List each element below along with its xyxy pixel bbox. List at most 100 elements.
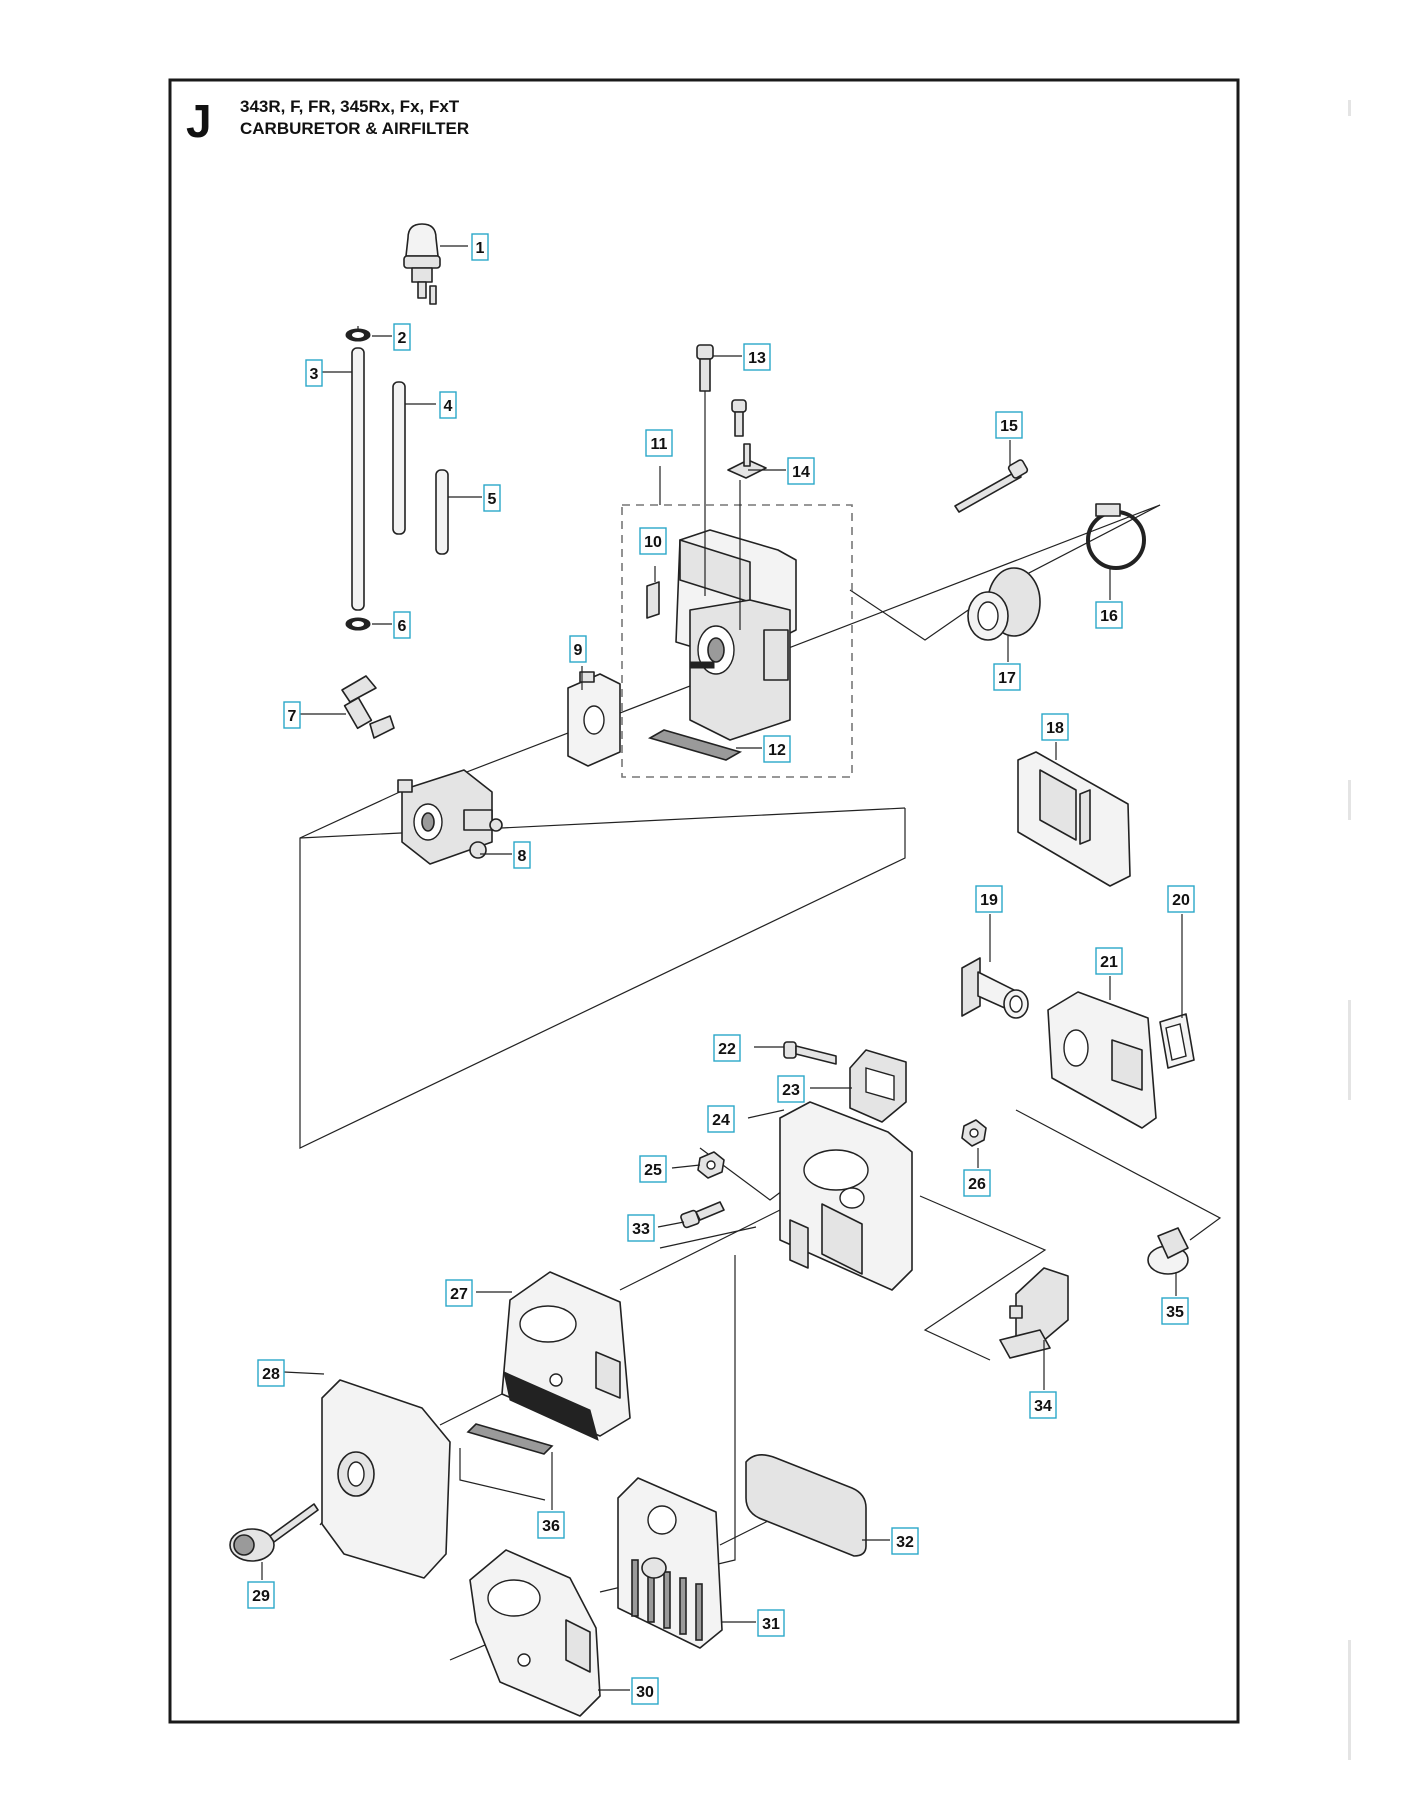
callout-number: 36 xyxy=(542,1518,560,1535)
callout-18: 18 xyxy=(1041,713,1069,741)
callout-number: 8 xyxy=(518,848,527,865)
callout-number: 22 xyxy=(718,1041,736,1058)
callout-box xyxy=(247,1581,275,1609)
callout-31: 31 xyxy=(757,1609,785,1637)
callout-box xyxy=(707,1105,735,1133)
callout-number: 14 xyxy=(792,464,810,481)
callout-number: 28 xyxy=(262,1366,280,1383)
callout-15: 15 xyxy=(995,411,1023,439)
callout-number: 23 xyxy=(782,1082,800,1099)
intake-adapter-part xyxy=(675,529,797,741)
filter-tube-part xyxy=(961,957,1029,1019)
callout-11: 11 xyxy=(645,429,673,457)
callout-10: 10 xyxy=(639,527,667,555)
clip-part xyxy=(1147,1227,1189,1275)
callout-box xyxy=(757,1609,785,1637)
bolt-22-part xyxy=(783,1041,837,1065)
callout-35: 35 xyxy=(1161,1297,1189,1325)
callout-box xyxy=(393,611,411,639)
callout-box xyxy=(1041,713,1069,741)
callout-4: 4 xyxy=(439,391,457,419)
long-bolt-part xyxy=(954,459,1029,513)
callout-number: 27 xyxy=(450,1286,468,1303)
carburetor-part xyxy=(397,769,503,865)
callout-box xyxy=(777,1075,805,1103)
callout-number: 7 xyxy=(288,708,297,725)
edge-mark xyxy=(1348,1000,1351,1100)
intake-connector-part xyxy=(967,567,1041,641)
callout-number: 5 xyxy=(488,491,497,508)
seal-strip-36-part xyxy=(466,1423,554,1455)
callout-number: 32 xyxy=(896,1534,914,1551)
callout-20: 20 xyxy=(1167,885,1195,913)
callout-number: 35 xyxy=(1166,1304,1184,1321)
pre-filter-part xyxy=(469,1549,601,1717)
callout-7: 7 xyxy=(283,701,301,729)
screw-33-part xyxy=(680,1201,725,1229)
callout-number: 29 xyxy=(252,1588,270,1605)
callout-2: 2 xyxy=(393,323,411,351)
callout-number: 10 xyxy=(644,534,662,551)
callout-6: 6 xyxy=(393,611,411,639)
callout-box xyxy=(1095,947,1123,975)
hose-clamp-part xyxy=(1086,503,1146,570)
callout-number: 33 xyxy=(632,1221,650,1238)
callout-box xyxy=(995,411,1023,439)
callout-number: 11 xyxy=(651,436,668,453)
callout-box xyxy=(1161,1297,1189,1325)
callout-leaders xyxy=(261,245,1183,1691)
callout-box xyxy=(975,885,1003,913)
callout-14: 14 xyxy=(787,457,815,485)
air-filter-cover-part xyxy=(321,1379,451,1579)
callout-box xyxy=(787,457,815,485)
filter-foam-part xyxy=(745,1454,867,1557)
edge-mark xyxy=(1348,100,1351,116)
callout-box xyxy=(627,1214,655,1242)
fuel-hose-short-part xyxy=(435,469,449,555)
callout-5: 5 xyxy=(483,484,501,512)
callout-number: 3 xyxy=(310,366,319,383)
callout-number: 16 xyxy=(1100,608,1118,625)
o-ring-top-part xyxy=(345,326,371,342)
callout-number: 1 xyxy=(476,240,485,257)
callout-number: 30 xyxy=(636,1684,654,1701)
callout-34: 34 xyxy=(1029,1391,1057,1419)
callout-number: 15 xyxy=(1000,418,1018,435)
callout-12: 12 xyxy=(763,735,791,763)
callout-8: 8 xyxy=(513,841,531,869)
callout-box xyxy=(513,841,531,869)
callout-25: 25 xyxy=(639,1155,667,1183)
callout-27: 27 xyxy=(445,1279,473,1307)
callout-number: 25 xyxy=(644,1162,662,1179)
section-title: CARBURETOR & AIRFILTER xyxy=(240,119,469,138)
callout-number: 20 xyxy=(1172,892,1190,909)
callout-number: 18 xyxy=(1046,720,1064,737)
callout-1: 1 xyxy=(471,233,489,261)
callout-number: 2 xyxy=(398,330,407,347)
nut-25-part xyxy=(697,1151,725,1179)
callout-box xyxy=(639,1155,667,1183)
air-filter-body-part xyxy=(501,1271,631,1441)
cover-knob-part xyxy=(229,1503,319,1562)
seal-strip-part xyxy=(646,581,660,619)
nut-26-part xyxy=(961,1119,987,1147)
callout-number: 19 xyxy=(980,892,998,909)
callout-21: 21 xyxy=(1095,947,1123,975)
callout-box xyxy=(483,484,501,512)
models-title: 343R, F, FR, 345Rx, Fx, FxT xyxy=(240,97,460,116)
square-gasket-part xyxy=(1159,1013,1195,1069)
callout-number: 21 xyxy=(1100,954,1118,971)
callout-number: 12 xyxy=(768,742,786,759)
callout-box xyxy=(763,735,791,763)
callout-box xyxy=(645,429,673,457)
screw-bracket-14-part xyxy=(727,399,767,630)
callout-box xyxy=(963,1169,991,1197)
callout-box xyxy=(471,233,489,261)
fuel-hose-long-part xyxy=(351,347,365,611)
callout-box xyxy=(1167,885,1195,913)
callout-number: 6 xyxy=(398,618,407,635)
callout-number: 34 xyxy=(1034,1398,1052,1415)
callout-box xyxy=(993,663,1021,691)
